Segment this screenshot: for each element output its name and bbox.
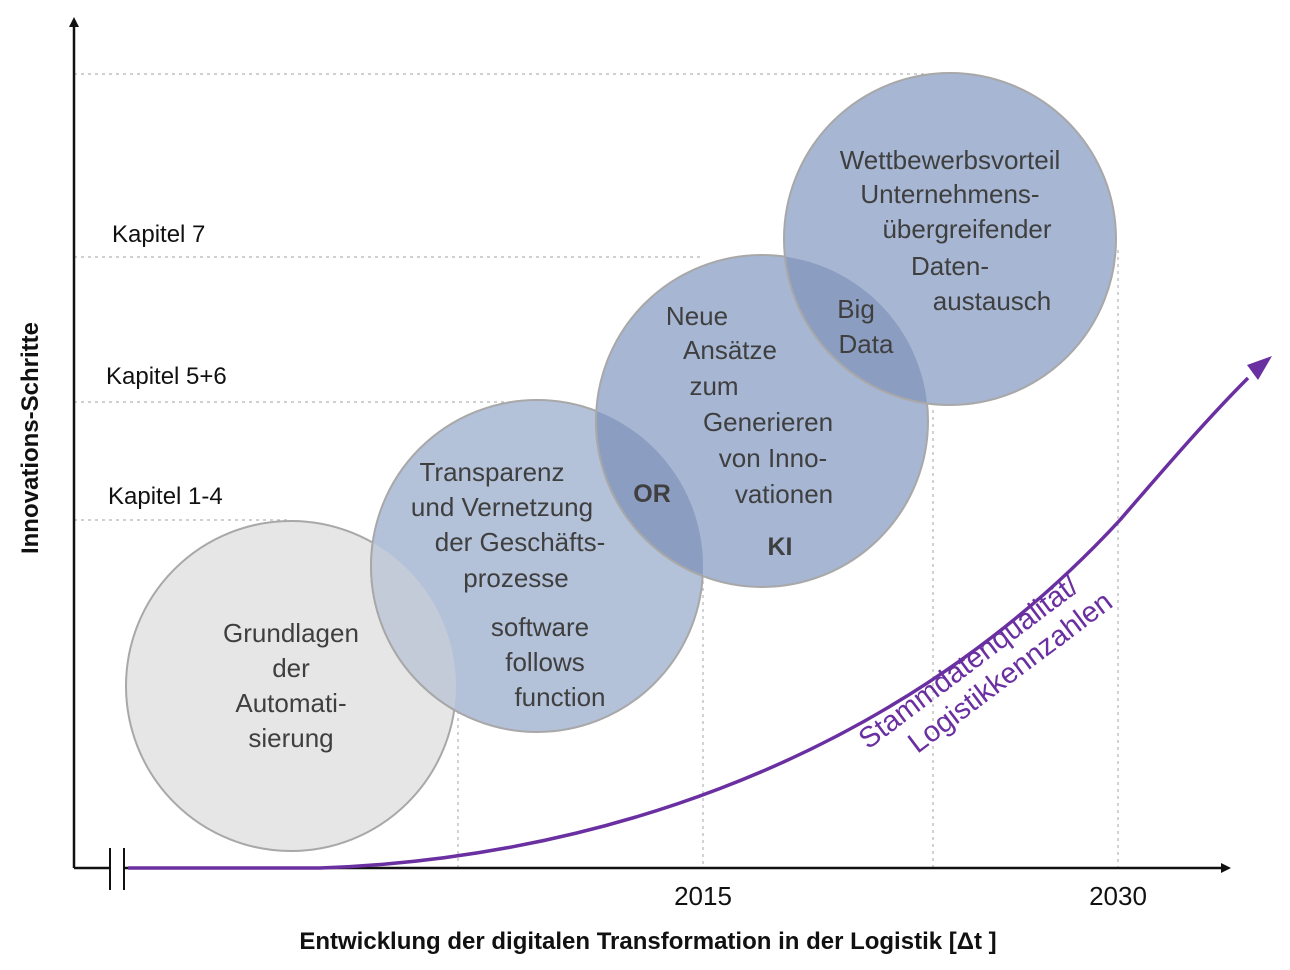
circle-1-line: sierung [248,723,333,753]
y-axis-title: Innovations-Schritte [17,322,44,554]
growth-curve-path [128,376,1250,870]
circles [125,72,1117,852]
circle-2-subline: software [491,612,589,642]
circle-3-line: zum [689,371,738,401]
circle-grundlagen-text: Grundlagen der Automati- sierung [223,618,359,753]
growth-curve [128,356,1272,870]
circle-3-line: Ansätze [683,335,777,365]
circle-2-line: und Vernetzung [411,492,593,522]
overlap-label-data: Data [839,329,894,359]
circle-transparenz-text: Transparenz und Vernetzung der Geschäfts… [411,457,606,712]
x-tick-2015: 2015 [674,881,732,911]
circle-3-line: vationen [735,479,833,509]
circle-neue-ansaetze-text: Neue Ansätze zum Generieren von Inno- va… [666,301,833,509]
circle-1-line: Grundlagen [223,618,359,648]
curve-label: Stammdatenqualität/ Logistikkennzahlen [853,569,1119,759]
growth-curve-arrowhead [1247,356,1272,380]
circle-4-line: Unternehmens- [860,179,1039,209]
circle-wettbewerbsvorteil-text: Wettbewerbsvorteil Unternehmens- übergre… [840,145,1061,316]
level-label-kapitel-7: Kapitel 7 [112,221,205,248]
circle-2-line: Transparenz [420,457,565,487]
x-axis-title: Entwicklung der digitalen Transformation… [299,928,996,955]
axis-break-gap [109,848,124,888]
circle-4-line: austausch [933,286,1052,316]
overlap-label-ki: KI [768,533,793,561]
circle-1-line: Automati- [235,688,346,718]
overlap-labels: OR KI Big Data [633,294,894,561]
circle-2-subline: function [514,682,605,712]
overlap-label-or: OR [633,480,671,508]
overlap-3-4 [783,255,928,406]
x-tick-2030: 2030 [1089,881,1147,911]
circle-3-line: von Inno- [719,443,827,473]
level-label-kapitel-1-4: Kapitel 1-4 [108,483,223,510]
circle-2-line: prozesse [463,563,569,593]
guide-lines [74,73,1119,868]
circle-1-line: der [272,653,310,683]
circle-2-subline: follows [505,647,584,677]
level-labels: Kapitel 1-4 Kapitel 5+6 Kapitel 7 [106,221,227,510]
level-label-kapitel-5-6: Kapitel 5+6 [106,363,227,390]
overlap-2-3 [595,400,703,588]
circle-3-line: Generieren [703,407,833,437]
circle-2-line: der Geschäfts- [435,527,606,557]
circle-3-line: Neue [666,301,728,331]
overlap-label-big: Big [837,294,875,324]
circle-4-line: Wettbewerbsvorteil [840,145,1061,175]
circle-4-line: Daten- [911,251,989,281]
circle-4-line: übergreifender [882,214,1051,244]
